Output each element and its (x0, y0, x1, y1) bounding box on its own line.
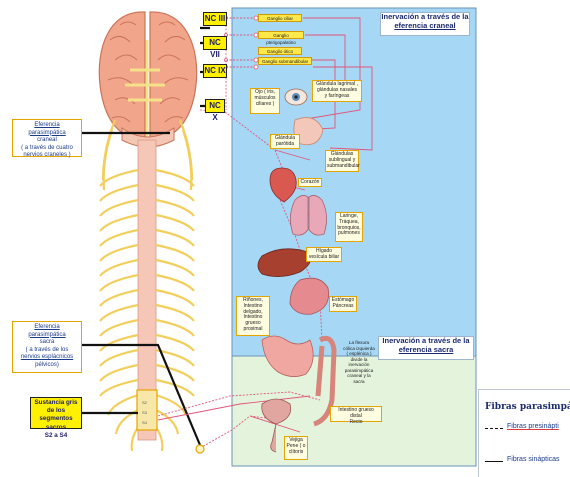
sacral-header-line2: eferencia sacra (379, 346, 473, 355)
liver-label: Hígado vesícula biliar (306, 247, 342, 262)
heart-label-line1: Corazón (300, 180, 320, 186)
legend-dashed-swatch (485, 428, 503, 429)
sacral-header: Inervación a través de la eferencia sacr… (378, 336, 474, 360)
nc-x-box: NC X (205, 99, 225, 113)
sublingual-label: Glándulas sublingual y submandibular (325, 150, 359, 172)
ganglion-ciliar: Ganglio ciliar (258, 14, 302, 22)
legend-item-sinaptic: Fibras sinápticas (507, 456, 560, 463)
sacral-segments-box (137, 390, 157, 430)
cranial-efference-line1: Eferencia parasimpática (15, 122, 79, 137)
gray-matter-line1: Sustancia gris de los (31, 399, 81, 415)
heart-label: Corazón (298, 178, 322, 187)
legend-solid-swatch (485, 461, 503, 462)
stomach-label: Estómago Páncreas (329, 296, 357, 312)
bladder-label: Vejiga Pene ( o clítoris (284, 436, 308, 460)
segment-s2: S2 (142, 400, 147, 405)
eye-label-line3: ciliares ) (252, 102, 278, 108)
ganglion-submandibular: Ganglio submandibular (258, 57, 312, 65)
segment-s4: S4 (142, 420, 147, 425)
legend-title: Fibras parasimpática (485, 402, 570, 412)
sacral-efference-line2: sacra (15, 339, 79, 347)
kidneys-label-line5: grueso proximal (238, 321, 268, 333)
ganglion-otico: Ganglio ótico (258, 47, 302, 55)
ganglion-pterigopalatino: Ganglio pterigopalatino (258, 31, 304, 39)
cranial-efference-line2: craneal (15, 137, 79, 145)
sublingual-label-line3: submandibular (327, 164, 357, 170)
flexure-label-line8: sacra (338, 379, 380, 385)
eye-illustration (285, 89, 307, 105)
parotid-label-line2: parótida (272, 142, 298, 148)
cranial-header-line2: eferencia craneal (381, 22, 469, 31)
brain-illustration (99, 12, 196, 150)
stomach-label-line2: Páncreas (331, 304, 355, 310)
distal-colon-label-line2: Recto (332, 420, 380, 426)
sacral-efference-line4: nervios esplácnicos (15, 354, 79, 362)
cranial-efference-label: Eferencia parasimpática craneal ( a trav… (12, 119, 82, 157)
liver-label-line2: vesícula biliar (308, 255, 340, 261)
legend: Fibras parasimpática Fibras presinápti F… (478, 389, 570, 477)
cranial-efference-line3: ( a través de cuatro (15, 145, 79, 153)
distal-colon-label: Intestino grueso distal Recto (330, 406, 382, 422)
nc-iii-box: NC III (203, 12, 227, 26)
eye-label: Ojo ( iris, músculos ciliares ) (250, 88, 280, 114)
sacral-ganglion-circle (196, 445, 204, 453)
legend-item-presinaptic: Fibras presinápti (507, 423, 559, 430)
sacral-efference-label: Eferencia parasimpática sacra ( a través… (12, 321, 82, 373)
gray-matter-label: Sustancia gris de los segmentos sacros S… (30, 397, 82, 429)
cranial-header: Inervación a través de la eferencia cran… (380, 12, 470, 36)
lacrimal-label: Glándula lagrimal , glándulas nasales y … (312, 80, 362, 102)
segment-s3: S3 (142, 410, 147, 415)
larynx-label: Laringe, Tráquea, bronquios, pulmones (335, 212, 363, 242)
gray-matter-line3: S2 a S4 (31, 432, 81, 440)
sacral-efference-line1: Eferencia parasimpática (15, 324, 79, 339)
sacral-efference-line5: pélvicos) (15, 362, 79, 370)
parotid-label: Glándula parótida (270, 134, 300, 149)
kidneys-label: Riñones, Intestino delgado, Intestino gr… (236, 296, 270, 336)
sacral-efference-line3: ( a través de los (15, 347, 79, 355)
nc-vii-box: NC VII (203, 36, 227, 50)
nc-ix-box: NC IX (203, 64, 227, 78)
lacrimal-label-line3: y faríngeas (314, 94, 360, 100)
gray-matter-line2: segmentos sacros (31, 415, 81, 431)
cranial-efference-line4: nervios craneles ) (15, 152, 79, 160)
flexure-label: La flexura cólica izquierda ( esplénica … (338, 340, 380, 398)
larynx-label-line4: pulmones (337, 231, 361, 237)
bladder-label-line3: clítoris (286, 450, 306, 456)
distal-colon-label-line1: Intestino grueso distal (332, 408, 380, 420)
